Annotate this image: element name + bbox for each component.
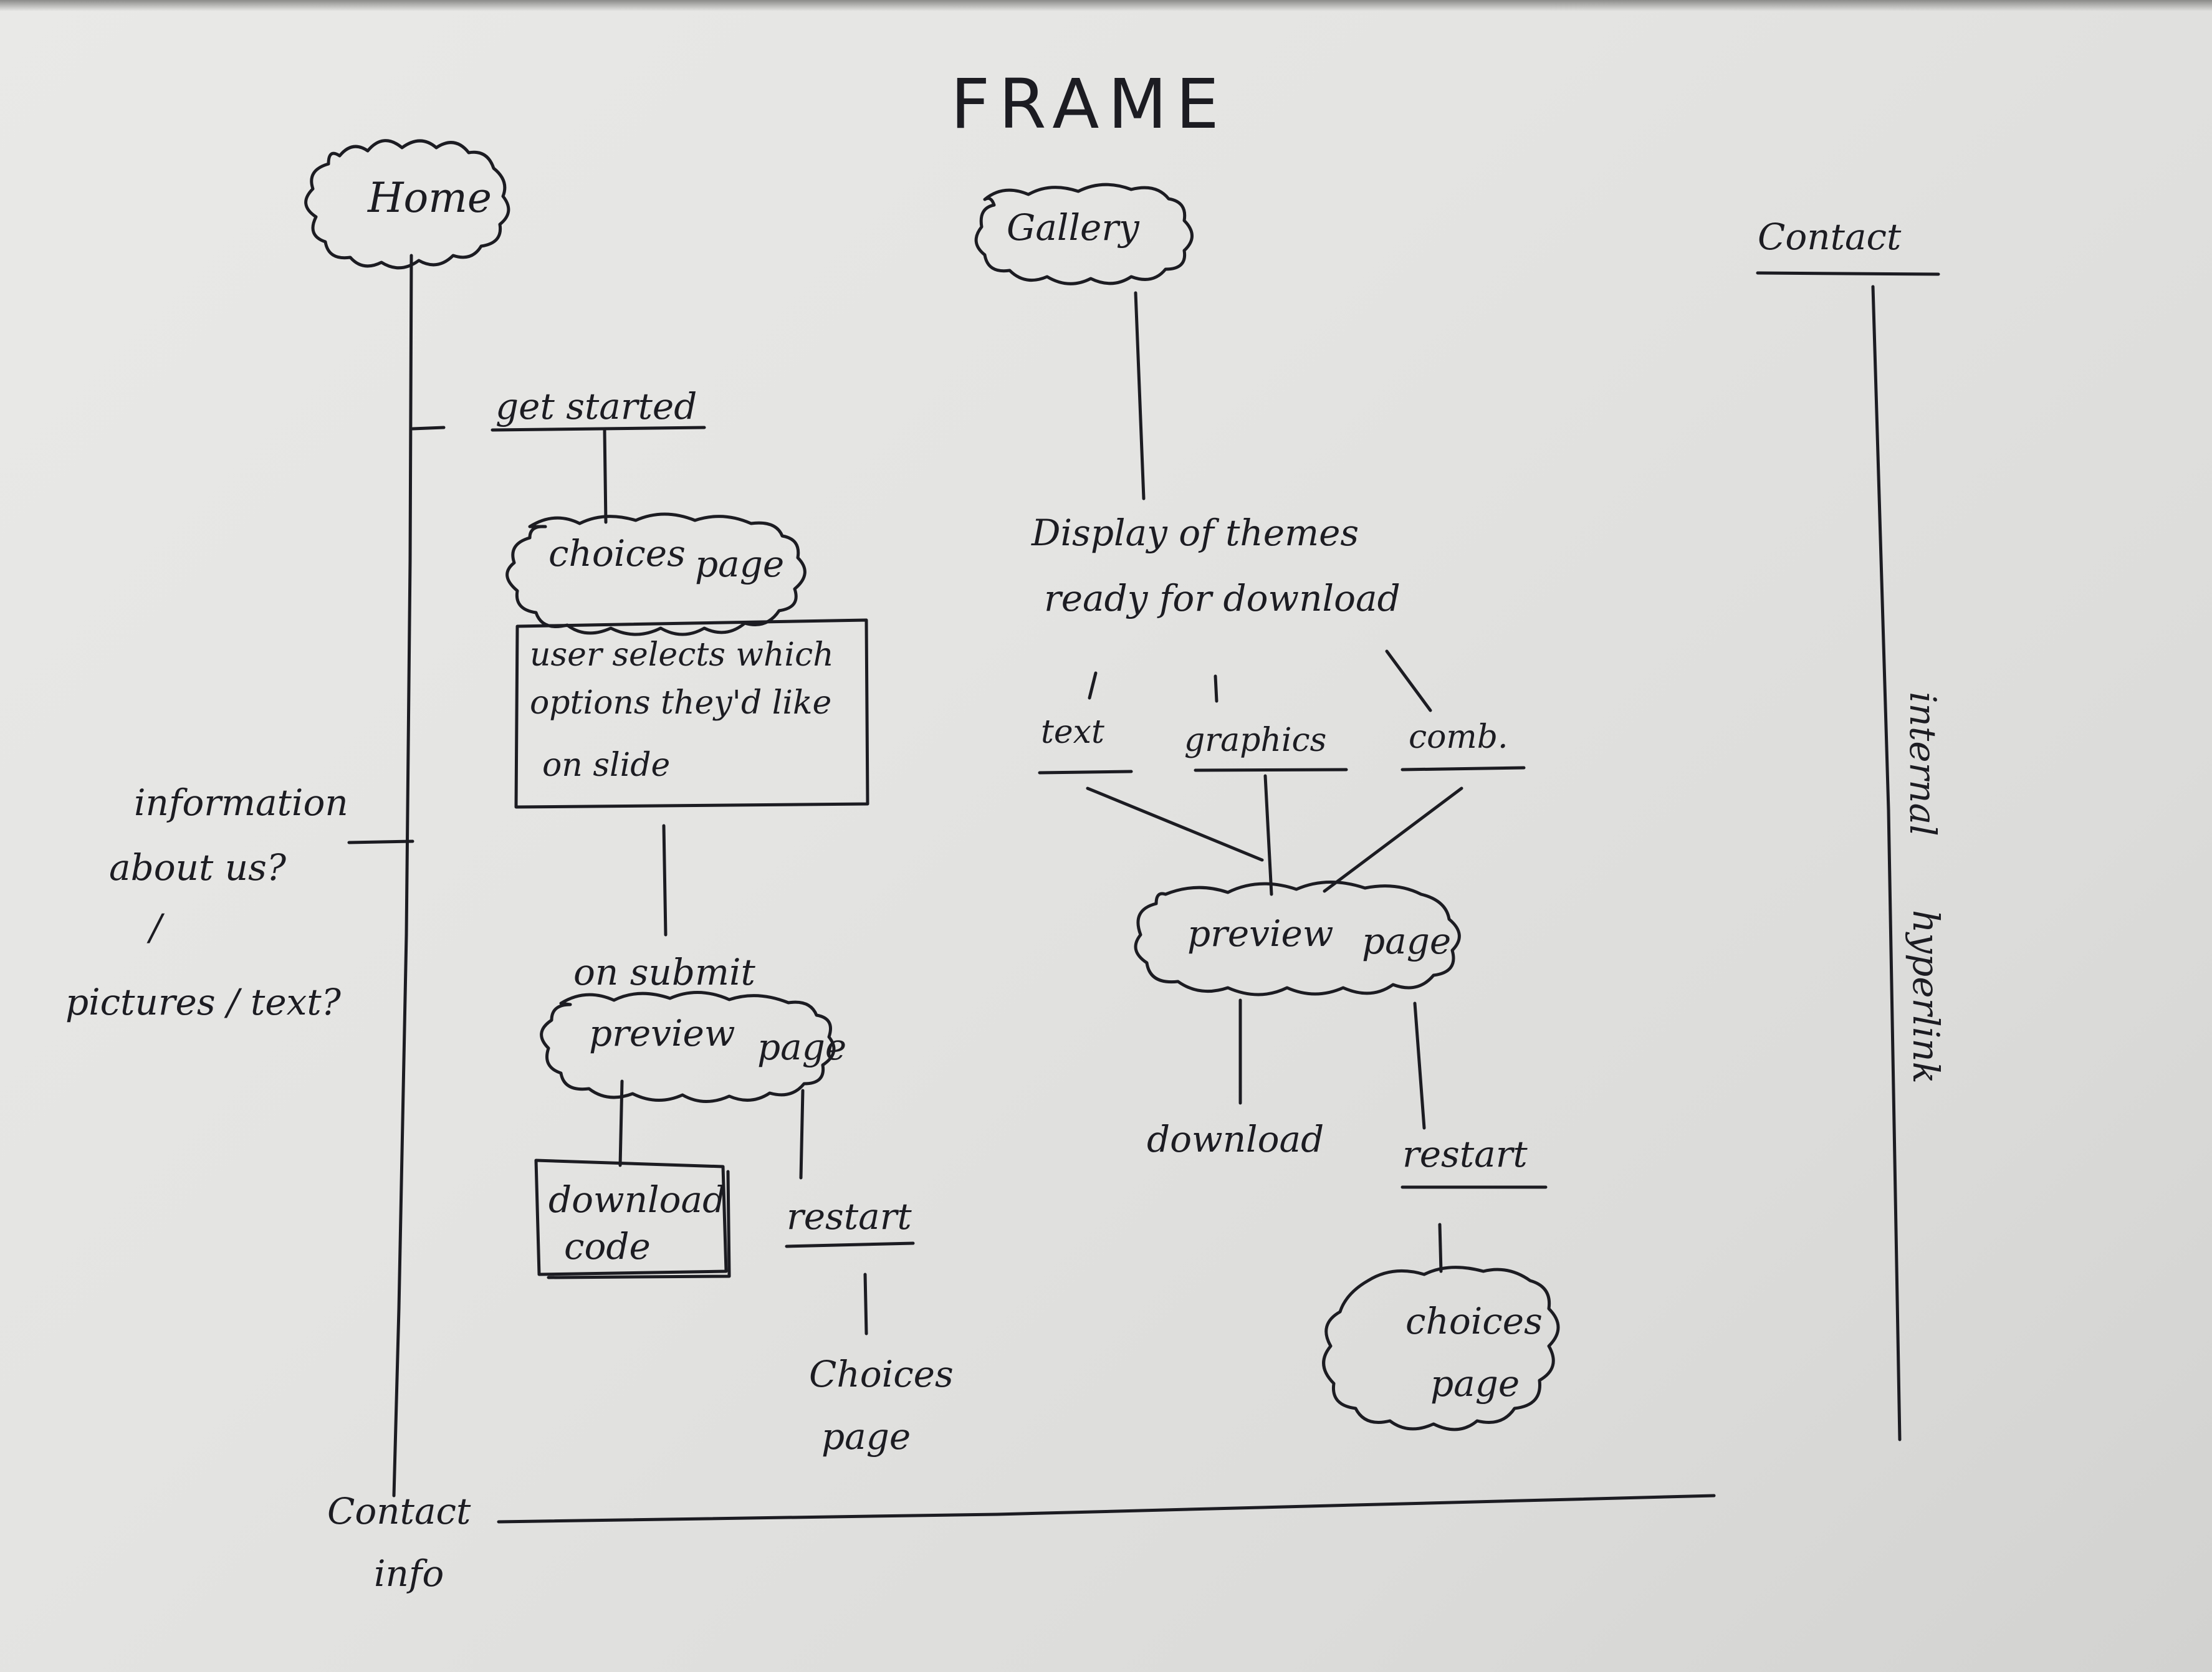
gallery-download-label: download: [1147, 1118, 1324, 1160]
gallery-display-line-1: Display of themes: [1031, 512, 1359, 554]
contact-underline: [1756, 271, 1940, 276]
home-restart-underline: [785, 1241, 915, 1248]
hyperlink-label: hyperlink: [1905, 910, 1947, 1084]
home-choices-end-label-1: Choices: [809, 1353, 954, 1395]
on-submit-label: on submit: [573, 951, 756, 993]
user-selects-line-3: on slide: [542, 747, 670, 784]
text-tick: [1088, 671, 1098, 700]
contact-vertical-line: [1871, 285, 1902, 1441]
gallery-connector: [1134, 291, 1146, 500]
gallery-label: Gallery: [1007, 206, 1140, 249]
home-label: Home: [367, 174, 492, 222]
contact-info-label-2: info: [374, 1552, 444, 1595]
graphics-to-preview-line: [1263, 774, 1273, 896]
home-choices-end-label-2: page: [821, 1415, 911, 1458]
download-code-label-2: code: [564, 1225, 651, 1268]
choices-page-cloud-top: [505, 512, 807, 636]
side-slash: /: [146, 906, 165, 948]
pictures-text-label: pictures / text?: [65, 981, 342, 1023]
download-code-shadow: [547, 1170, 731, 1279]
comb-to-preview-line: [1323, 786, 1463, 893]
home-preview-label-1: preview: [589, 1012, 735, 1054]
gallery-preview-cloud: [1134, 880, 1461, 996]
user-selects-connector: [662, 824, 668, 937]
contact-info-label-1: Contact: [327, 1490, 471, 1532]
home-preview-label-2: page: [757, 1026, 846, 1068]
download-code-box: [534, 1158, 728, 1276]
user-selects-line-2: options they'd like: [530, 684, 831, 722]
download-code-label-1: download: [548, 1178, 725, 1221]
contact-info-bottom-line: [497, 1494, 1716, 1524]
home-restart-connector-2: [863, 1273, 868, 1335]
gallery-option-comb: comb.: [1409, 719, 1508, 756]
gallery-display-line-2: ready for download: [1044, 577, 1400, 619]
home-preview-cloud: [540, 990, 836, 1103]
gallery-option-text: text: [1041, 714, 1104, 751]
get-started-label: get started: [496, 385, 697, 428]
get-started-underline: [491, 426, 706, 432]
gallery-choices-cloud: [1322, 1266, 1560, 1431]
comb-underline: [1400, 766, 1526, 772]
gallery-cloud: [974, 183, 1194, 285]
text-underline: [1038, 770, 1133, 775]
gallery-restart-connector-2: [1438, 1223, 1443, 1273]
gallery-preview-label-2: page: [1362, 920, 1451, 962]
download-code-connector: [618, 1079, 624, 1167]
gallery-choices-label-1: choices: [1405, 1300, 1543, 1342]
paper-edge-shadow: [0, 0, 2212, 11]
get-started-connector: [603, 428, 608, 524]
comb-tick: [1385, 649, 1432, 712]
home-cloud: [304, 139, 510, 270]
contact-label: Contact: [1758, 216, 1902, 258]
graphics-tick: [1214, 674, 1219, 703]
gallery-choices-label-2: page: [1430, 1362, 1520, 1405]
home-restart-label: restart: [787, 1195, 912, 1238]
frame-title: FRAME: [950, 64, 1228, 144]
get-started-tick: [411, 426, 446, 431]
gallery-preview-label-1: preview: [1187, 912, 1333, 955]
gallery-restart-connector: [1413, 1001, 1426, 1130]
home-vertical-line: [392, 254, 413, 1498]
gallery-restart-label: restart: [1402, 1133, 1528, 1175]
home-restart-connector: [799, 1089, 805, 1180]
text-to-preview-line: [1086, 786, 1264, 862]
internal-label: internal: [1902, 692, 1944, 836]
choices-page-label-2: page: [695, 543, 784, 585]
information-connector: [347, 839, 414, 844]
user-selects-box: [514, 618, 869, 809]
information-label-1: information: [134, 781, 348, 824]
gallery-option-graphics: graphics: [1184, 722, 1326, 759]
information-label-2: about us?: [109, 846, 287, 889]
user-selects-line-1: user selects which: [530, 636, 834, 674]
choices-page-label-1: choices: [548, 532, 686, 575]
